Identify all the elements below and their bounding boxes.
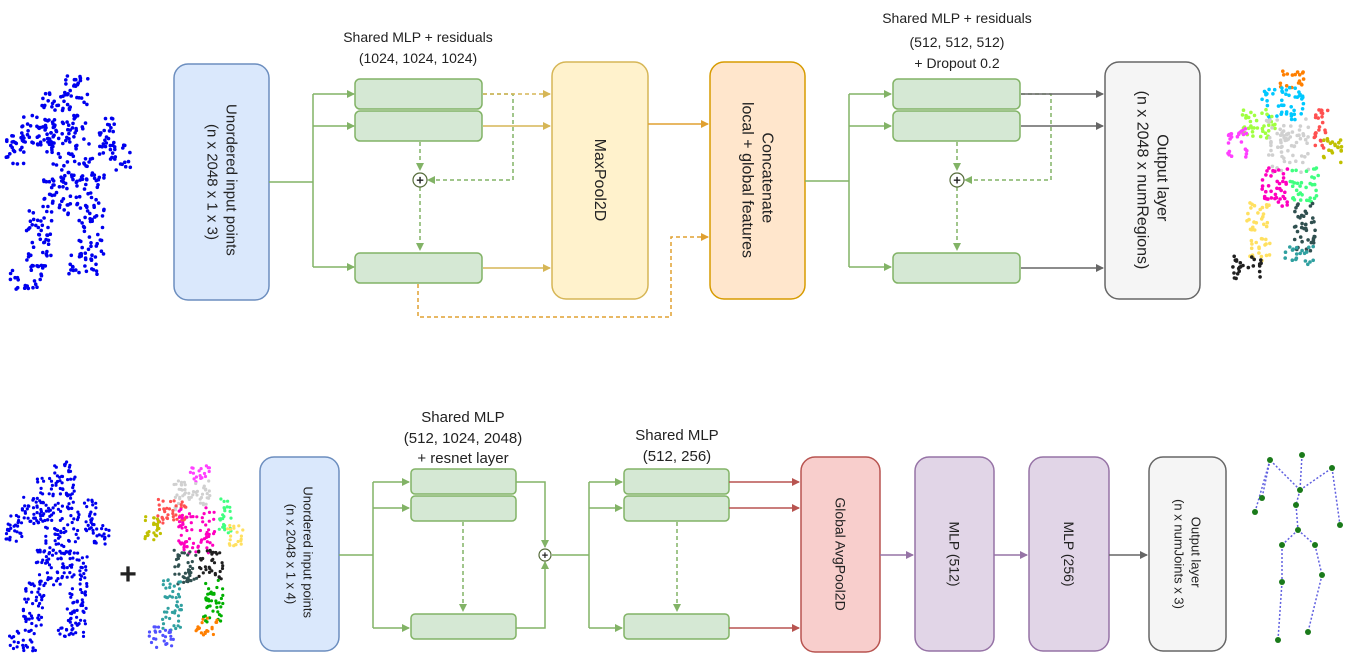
top-input-label: Unordered input points (n x 2048 x 1 x 3… — [204, 104, 240, 260]
top-mlp2-add-symbol: + — [953, 173, 961, 188]
bottom-output-box — [1148, 456, 1227, 652]
bottom-mlp1-title: Shared MLP — [421, 409, 504, 426]
top-mlp2-to-output-arrows — [1021, 90, 1104, 272]
top-mlp2-add-node — [949, 172, 965, 188]
bottom-input-label: Unordered input points (n x 2048 x 1 x 4… — [284, 486, 316, 621]
top-maxpool-box — [551, 61, 649, 300]
top-output-label: Output layer (n x 2048 x numRegions) — [1134, 91, 1171, 270]
bottom-mlp1-layer-3 — [410, 613, 517, 640]
bottom-mlp4-box — [1028, 456, 1110, 652]
segmented-point-cloud-image — [1226, 69, 1344, 281]
top-input-branch-lines — [269, 90, 355, 271]
bottom-mlp1-extra: + resnet layer — [417, 450, 508, 467]
bottom-input-box — [259, 456, 340, 652]
bottom-mlp2-layer-1 — [623, 468, 730, 495]
top-maxpool-label: MaxPool2D — [591, 139, 608, 222]
top-mlp2-layer-1 — [892, 78, 1021, 110]
bottom-mlp4-label: MLP (256) — [1061, 521, 1077, 586]
bottom-mlp3-box — [914, 456, 995, 652]
top-mlp1-layer-1 — [354, 78, 483, 110]
skeleton-output-image — [1252, 452, 1343, 643]
bottom-mlp2-branch-lines — [588, 478, 623, 632]
bottom-mlp1-layer-2 — [410, 495, 517, 522]
bottom-input-point-cloud-image — [4, 460, 111, 653]
bottom-mlp2-layer-2 — [623, 495, 730, 522]
bottom-output-label: Output layer (n x numJoints x 3) — [1172, 499, 1204, 609]
bottom-mlp2-layer-3 — [623, 613, 730, 640]
top-output-box — [1104, 61, 1201, 300]
bottom-mlp1-layer-1 — [410, 468, 517, 495]
top-mlp2-title: Shared MLP + residuals — [882, 10, 1032, 26]
top-mlp1-title: Shared MLP + residuals — [343, 29, 493, 45]
top-skip-connection-arrow — [417, 233, 709, 318]
top-mlp2-dims: (512, 512, 512) — [910, 34, 1005, 50]
top-mlp2-extra: + Dropout 0.2 — [914, 55, 999, 71]
bottom-mlp2-to-avgpool-arrows — [729, 478, 800, 632]
top-mlp2-layer-3 — [892, 252, 1021, 284]
top-mlp1-layer-3 — [354, 252, 483, 284]
bottom-avgpool-label: Global AvgPool2D — [833, 497, 849, 610]
top-input-box — [173, 63, 270, 301]
bottom-add-node — [538, 548, 552, 562]
top-concat-box — [709, 61, 806, 300]
top-mlp1-add-symbol: + — [416, 173, 424, 188]
bottom-add-symbol: + — [542, 550, 548, 562]
bottom-input-branch-lines — [339, 478, 410, 632]
bottom-mlp1-dims: (512, 1024, 2048) — [404, 430, 522, 447]
bottom-combine-plus: + — [119, 558, 137, 591]
top-mlp1-add-node — [412, 172, 428, 188]
input-point-cloud-image — [4, 74, 133, 291]
bottom-mlp2-title: Shared MLP — [635, 427, 718, 444]
top-concat-branch-lines — [805, 90, 892, 271]
bottom-mlp2-dims: (512, 256) — [643, 448, 711, 465]
top-mlp2-layer-2 — [892, 110, 1021, 142]
bottom-mlp1-merge-lines — [516, 481, 589, 629]
bottom-segmented-point-cloud-image — [143, 464, 245, 650]
top-mlp1-dims: (1024, 1024, 1024) — [359, 50, 477, 66]
bottom-mlp3-label: MLP (512) — [947, 521, 963, 586]
top-concat-label: Concatenate local + global features — [739, 102, 776, 258]
top-mlp1-to-maxpool-arrows — [483, 90, 551, 272]
top-mlp1-layer-2 — [354, 110, 483, 142]
